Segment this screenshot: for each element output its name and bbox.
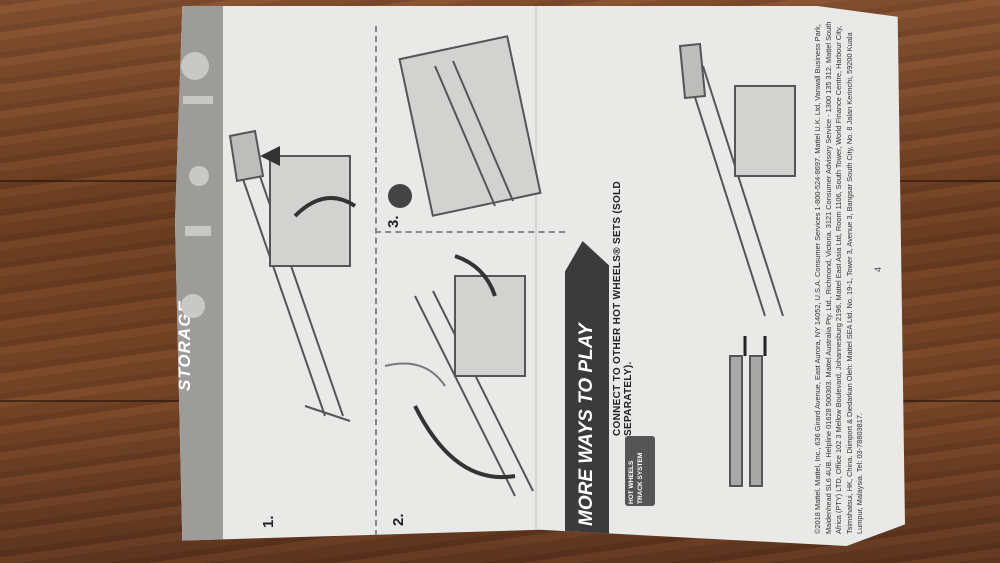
connect-track-drawing xyxy=(678,42,796,487)
arrow-icon xyxy=(260,146,280,166)
illustrations xyxy=(181,35,796,497)
step-3-folded-set-drawing xyxy=(398,35,542,217)
logo-line-2: TRACK SYSTEM xyxy=(637,452,644,504)
decorative-silhouettes xyxy=(181,52,213,318)
legal-text: ©2018 Mattel. Mattel, Inc., 636 Girard A… xyxy=(813,21,865,534)
step-1-track-drawing xyxy=(228,129,351,422)
logo-text: HOT WHEELS TRACK SYSTEM xyxy=(627,434,645,504)
fold-arrow-icon xyxy=(454,254,497,297)
rotate-arrow-icon xyxy=(413,405,516,480)
step-2-track-drawing xyxy=(384,275,534,497)
panel-divider xyxy=(375,26,377,536)
connect-instruction: CONNECT TO OTHER HOT WHEELS® SETS (SOLD … xyxy=(612,180,634,436)
panel-divider xyxy=(375,231,565,233)
page-number: 4 xyxy=(873,266,883,272)
curved-arrow-icon xyxy=(293,196,357,218)
paper-fold xyxy=(535,6,537,546)
logo-line-1: HOT WHEELS xyxy=(628,460,635,504)
thumbs-up-icon xyxy=(388,184,412,208)
more-ways-banner xyxy=(565,241,609,546)
instruction-sheet: STORAGE 1. 2. 3. xyxy=(175,6,905,546)
hot-wheels-logo xyxy=(625,436,655,506)
more-ways-title: MORE WAYS TO PLAY xyxy=(576,323,597,526)
